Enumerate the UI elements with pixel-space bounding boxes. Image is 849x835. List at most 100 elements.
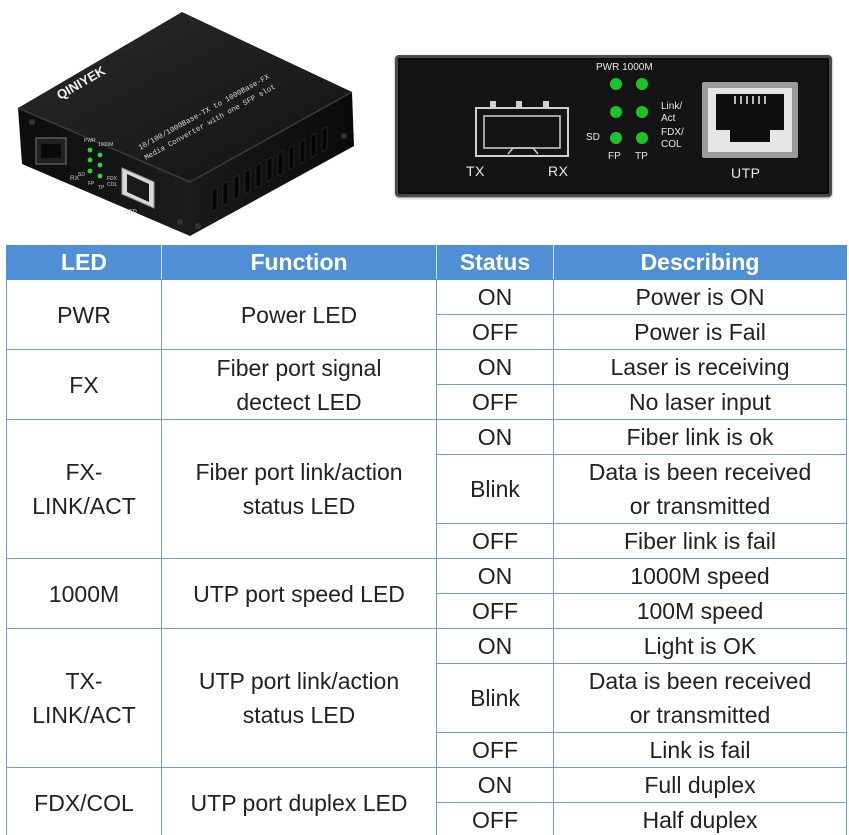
status-cell: ON (436, 558, 554, 594)
led-cell: PWR (6, 279, 162, 350)
function-cell: UTP port link/action status LED (161, 628, 437, 768)
describing-cell: Laser is receiving (553, 349, 847, 385)
status-cell: OFF (436, 593, 554, 629)
status-cell: OFF (436, 523, 554, 559)
table-row: PWR Power LED ON Power is ON (6, 279, 847, 350)
function-line: Fiber port link/action (195, 459, 403, 485)
led-line: LINK/ACT (32, 493, 136, 519)
led-status-table: LED Function Status Describing PWR Power… (6, 245, 847, 835)
describing-cell: Half duplex (553, 802, 847, 835)
panel-label-utp: UTP (731, 165, 761, 181)
table-row: FX- LINK/ACT Fiber port link/action stat… (6, 419, 847, 559)
status-cell: OFF (436, 802, 554, 835)
panel-label-col: COL (661, 139, 682, 150)
describing-cell: Light is OK (553, 628, 847, 664)
function-cell: Fiber port link/action status LED (161, 419, 437, 559)
describing-cell: Data is been received or transmitted (553, 663, 847, 733)
photo-led-sd: SD (78, 172, 85, 178)
led-cell: FX (6, 349, 162, 420)
panel-label-tx: TX (466, 163, 485, 179)
photo-led-group (87, 147, 103, 179)
status-cell: ON (436, 419, 554, 455)
panel-label-link: Link/ (661, 101, 683, 112)
table-row: FDX/COL UTP port duplex LED ON Full dupl… (6, 767, 847, 835)
function-cell: Power LED (161, 279, 437, 350)
describing-cell: Power is Fail (553, 314, 847, 350)
function-cell: Fiber port signal dectect LED (161, 349, 437, 420)
describing-cell: 1000M speed (553, 558, 847, 594)
table-header-row: LED Function Status Describing (6, 245, 847, 280)
status-cell: Blink (436, 454, 554, 524)
led-cell: 1000M (6, 558, 162, 629)
led-cell: FDX/COL (6, 767, 162, 835)
describing-cell: Link is fail (553, 732, 847, 768)
describing-line: or transmitted (629, 493, 771, 519)
photo-led-fp: FP (88, 181, 95, 187)
describing-cell: Data is been received or transmitted (553, 454, 847, 524)
status-cell: ON (436, 767, 554, 803)
table-row: 1000M UTP port speed LED ON 1000M speed (6, 558, 847, 629)
status-cell: ON (436, 349, 554, 385)
status-cell: ON (436, 628, 554, 664)
photo-led-tp: TP (98, 185, 105, 191)
panel-label-act: Act (661, 113, 676, 124)
rj45-port (702, 82, 798, 158)
header-describing: Describing (553, 245, 847, 280)
table-row: FX Fiber port signal dectect LED ON Lase… (6, 349, 847, 420)
panel-label-tp: TP (635, 151, 648, 162)
led-line: FX- (65, 459, 103, 485)
panel-label-fdx: FDX/ (661, 127, 684, 138)
photo-port-rx-label: RX (70, 175, 80, 182)
table-row: OFF Power is Fail (7, 314, 847, 350)
media-converter-photo: QINIYEK 10/100/1000Base-TX to 1000Base-F… (17, 12, 354, 236)
describing-line: Data is been received (588, 459, 812, 485)
describing-cell: Fiber link is ok (553, 419, 847, 455)
front-panel-drawing (475, 78, 798, 158)
header-function: Function (161, 245, 437, 280)
function-line: UTP port link/action (198, 668, 400, 694)
describing-line: or transmitted (629, 702, 771, 728)
function-line: status LED (242, 702, 356, 728)
front-panel: PWR 1000M Link/ Act FDX/ COL SD FP TP TX… (395, 55, 832, 197)
photo-led-col: COL (107, 182, 118, 188)
status-cell: ON (436, 279, 554, 315)
describing-cell: Full duplex (553, 767, 847, 803)
panel-label-pwr-1000m: PWR 1000M (596, 62, 653, 73)
photo-port-utp-label: UTP (124, 209, 137, 216)
table-row: TX- LINK/ACT UTP port link/action status… (6, 628, 847, 768)
table-row: OFF Link is fail (7, 732, 847, 768)
photo-led-1000m: 1000M (98, 142, 113, 148)
led-cell: FX- LINK/ACT (6, 419, 162, 559)
function-line: status LED (242, 493, 356, 519)
panel-label-fp: FP (608, 151, 621, 162)
panel-led-group (610, 78, 648, 144)
header-status: Status (436, 245, 554, 280)
function-cell: UTP port duplex LED (161, 767, 437, 835)
vent-slots (211, 126, 328, 213)
table-row: OFF Half duplex (7, 802, 847, 835)
led-line: LINK/ACT (32, 702, 136, 728)
photo-led-fdx: FDX (107, 176, 118, 182)
status-cell: OFF (436, 314, 554, 350)
function-line: dectect LED (236, 388, 362, 415)
sfp-cage (475, 107, 569, 157)
photo-led-pwr: PWR (84, 138, 96, 144)
function-cell: UTP port speed LED (161, 558, 437, 629)
panel-label-rx: RX (548, 163, 569, 179)
led-line: TX- (65, 668, 103, 694)
describing-cell: 100M speed (553, 593, 847, 629)
box-top-face (18, 12, 352, 182)
status-cell: OFF (436, 732, 554, 768)
table-row: OFF No laser input (7, 384, 847, 420)
led-cell: TX- LINK/ACT (6, 628, 162, 768)
describing-line: Data is been received (588, 668, 812, 694)
header-led: LED (6, 245, 162, 280)
sfp-latches (490, 101, 549, 107)
describing-cell: Power is ON (553, 279, 847, 315)
describing-cell: No laser input (553, 384, 847, 420)
function-line: Fiber port signal (216, 354, 382, 381)
describing-cell: Fiber link is fail (553, 523, 847, 559)
panel-label-sd: SD (586, 132, 600, 143)
status-cell: OFF (436, 384, 554, 420)
status-cell: Blink (436, 663, 554, 733)
